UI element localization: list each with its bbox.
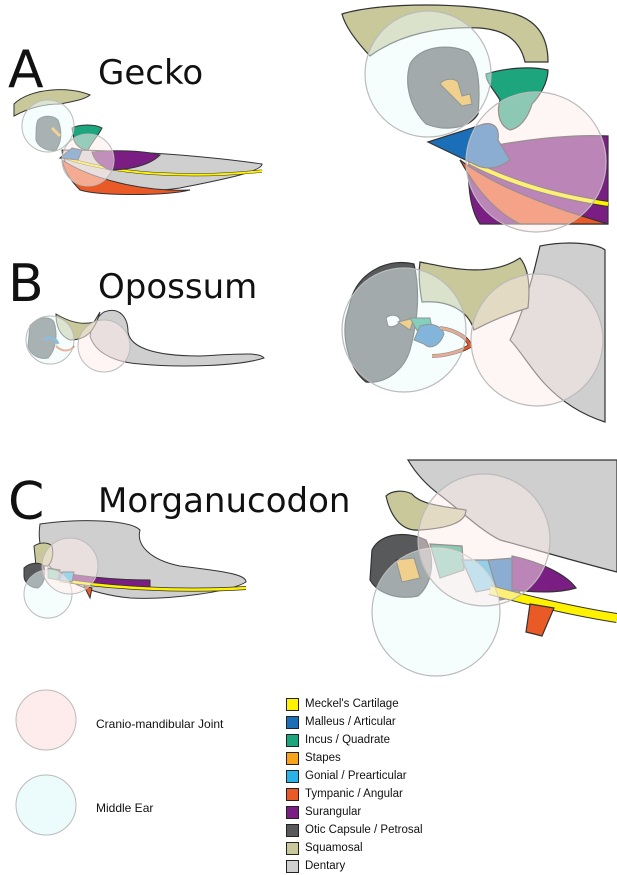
gecko-small-diagram [13,89,263,195]
legend-label: Incus / Quadrate [305,734,391,746]
legend-item: Surangular [286,803,486,821]
legend-swatch [286,697,299,711]
legend-item: Gonial / Prearticular [286,767,486,785]
morganucodon-enlarged-diagram [369,459,617,677]
legend-label: Malleus / Articular [305,716,396,728]
legend-item: Stapes [286,749,486,767]
legend-swatch [286,751,299,765]
panel-name-gecko: Gecko [98,53,204,93]
legend-label: Otic Capsule / Petrosal [305,824,423,836]
legend-label: Surangular [305,806,362,818]
legend-label: Stapes [305,752,341,764]
legend-label: Dentary [305,860,346,872]
morganucodon-small-diagram [23,520,247,619]
opossum-enlarged-diagram [341,242,606,423]
cranio-mandibular-joint-label: Cranio-mandibular Joint [96,717,224,731]
legend-swatch [286,733,299,747]
legend-swatch [286,805,299,819]
middle-ear-swatch [15,774,77,836]
legend-item: Squamosal [286,839,486,857]
legend-label: Meckel's Cartilage [305,698,399,710]
legend-swatch [286,769,299,783]
panel-letter-c: C [8,472,45,532]
gecko-enlarged-diagram [341,4,609,233]
legend-item: Dentary [286,857,486,875]
legend-swatch [286,787,299,801]
panel-name-morganucodon: Morganucodon [98,481,351,521]
legend-swatch [286,715,299,729]
legend-label: Gonial / Prearticular [305,770,407,782]
legend-swatch [286,823,299,837]
panel-letter-b: B [8,254,44,314]
legend-item: Incus / Quadrate [286,731,486,749]
legend-item: Meckel's Cartilage [286,695,486,713]
legend-swatch [286,841,299,855]
panel-letter-a: A [8,40,44,100]
legend-swatch [286,859,299,873]
legend-label: Tympanic / Angular [305,788,403,800]
legend-label: Squamosal [305,842,363,854]
opossum-small-diagram [25,310,265,373]
legend-item: Otic Capsule / Petrosal [286,821,486,839]
cranio-mandibular-joint-swatch [15,689,77,751]
legend-item: Malleus / Articular [286,713,486,731]
panel-name-opossum: Opossum [98,267,258,307]
legend-item: Tympanic / Angular [286,785,486,803]
middle-ear-label: Middle Ear [96,801,154,815]
